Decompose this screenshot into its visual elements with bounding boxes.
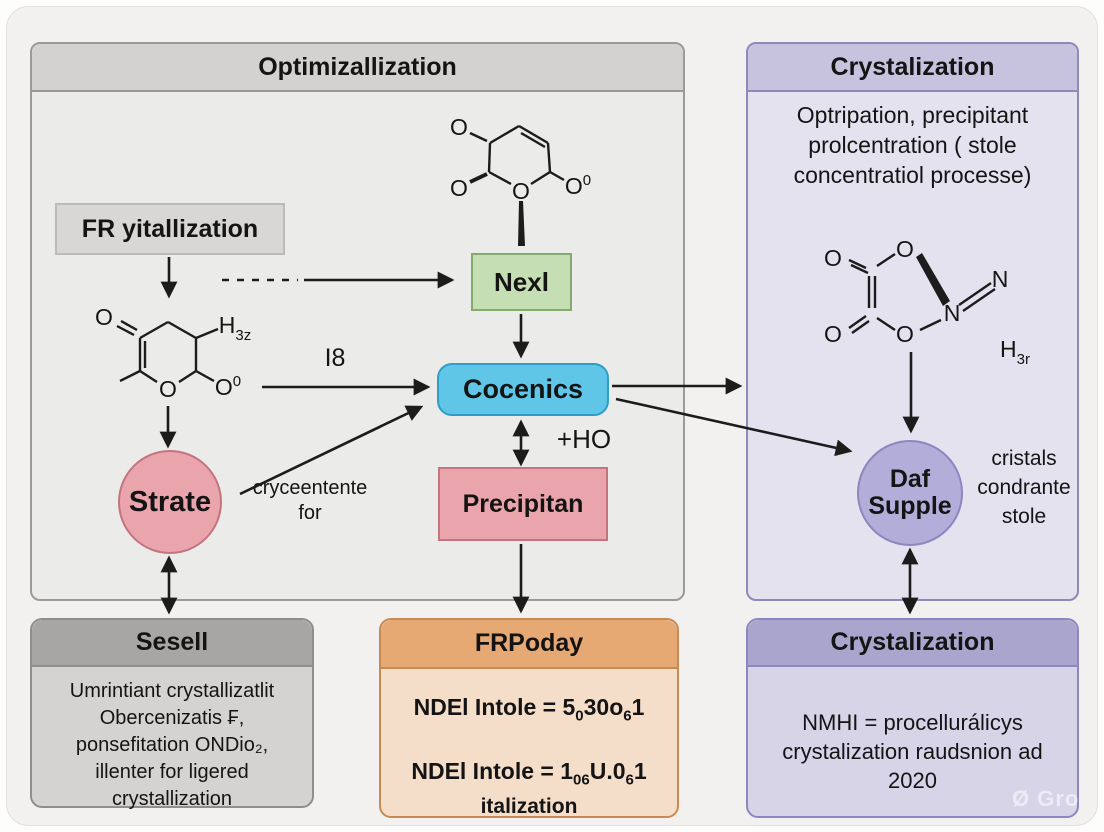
bcrys-line3: 2020 — [888, 768, 937, 793]
plus-ho-label: +HO — [556, 424, 612, 454]
optimization-panel-title: Optimizallization — [258, 52, 457, 81]
frpoday-formula-1: NDEl Intole = 5030o61 — [381, 692, 677, 732]
frpoday-header: FRPoday — [381, 620, 677, 669]
f1-c: 30o — [583, 694, 624, 720]
sesell-box: Sesell Umrintiant crystallizatlit Oberce… — [30, 618, 314, 810]
bottom-crystalization-box: Crystalization NMHI = procellurálicys cr… — [746, 618, 1079, 818]
sesell-line2: Obercenizatis ₣, — [99, 707, 245, 729]
frpoday-formula-tail: italization — [480, 795, 578, 819]
crycentente-label: cryceentente for — [240, 476, 380, 526]
f2-c: U.0 — [589, 757, 626, 784]
cocenics-box: Cocenics — [437, 363, 609, 416]
desc-line1: Optripation, precipitant — [796, 102, 1029, 128]
precipitan-box: Precipitan — [438, 467, 608, 541]
fr-yitallization-label: FR yitallization — [81, 214, 259, 243]
f1-d: 6 — [623, 707, 632, 725]
sesell-line4: illenter for ligered — [95, 761, 249, 783]
cocenics-label: Cocenics — [462, 374, 584, 404]
f2-a: NDEl Intole = 1 — [411, 757, 574, 784]
sesell-line3: ponsefitation ONDio₂, — [75, 734, 269, 756]
cristals-note: cristals condrante stole — [972, 444, 1076, 531]
note-line3: stole — [1001, 505, 1047, 528]
daf-label-line2: Supple — [868, 492, 952, 520]
desc-line2: prolcentration ( stole — [808, 132, 1017, 158]
bottom-crystalization-body: NMHI = procellurálicys crystalization ra… — [748, 708, 1077, 795]
nexl-label: Nexl — [494, 266, 549, 297]
sesell-line1: Umrintiant crystallizatlit — [69, 680, 275, 702]
daf-supple-circle: Daf Supple — [857, 440, 963, 546]
f2-e: 1 — [633, 757, 647, 784]
i8-arrow-label: I8 — [324, 344, 346, 372]
crycentente-line2: for — [298, 502, 322, 524]
f2-b: 06 — [573, 771, 590, 789]
crystalization-panel-title: Crystalization — [830, 52, 995, 81]
nexl-box: Nexl — [471, 253, 572, 311]
sesell-title: Sesell — [135, 628, 209, 656]
note-line2: condrante — [977, 476, 1071, 499]
crystalization-panel-header: Crystalization — [748, 44, 1077, 92]
frpoday-body: NDEl Intole = 5030o61 NDEl Intole = 106U… — [381, 692, 677, 819]
grok-watermark: Ø Gro — [1012, 786, 1080, 811]
desc-line3: concentratiol processe) — [793, 162, 1032, 188]
bcrys-line1: NMHI = procellurálicys — [802, 710, 1023, 735]
f1-a: NDEl Intole = 5 — [413, 694, 576, 720]
frpoday-formula-2: NDEl Intole = 106U.061 — [381, 756, 677, 796]
bcrys-line2: crystalization raudsnion ad — [782, 739, 1043, 764]
f1-e: 1 — [631, 694, 645, 720]
strate-label: Strate — [128, 485, 212, 518]
strate-circle: Strate — [118, 450, 222, 554]
f1-b: 0 — [575, 707, 584, 725]
frpoday-title: FRPoday — [474, 629, 584, 657]
sesell-line5: crystallization — [111, 788, 233, 810]
frpoday-box: FRPoday NDEl Intole = 5030o61 NDEl Intol… — [379, 618, 679, 818]
precipitan-label: Precipitan — [462, 489, 584, 518]
crystalization-description: Optripation, precipitant prolcentration … — [760, 100, 1065, 190]
sesell-header: Sesell — [32, 620, 312, 667]
crycentente-line1: cryceentente — [252, 477, 368, 499]
f2-d: 6 — [625, 771, 634, 789]
fr-yitallization-box: FR yitallization — [55, 203, 285, 255]
daf-label-line1: Daf — [889, 465, 931, 493]
optimization-panel-header: Optimizallization — [32, 44, 683, 92]
bottom-crystalization-header: Crystalization — [748, 620, 1077, 667]
bottom-crystalization-title: Crystalization — [830, 628, 995, 656]
note-line1: cristals — [991, 447, 1057, 470]
sesell-body: Umrintiant crystallizatlit Obercenizatis… — [32, 678, 312, 813]
